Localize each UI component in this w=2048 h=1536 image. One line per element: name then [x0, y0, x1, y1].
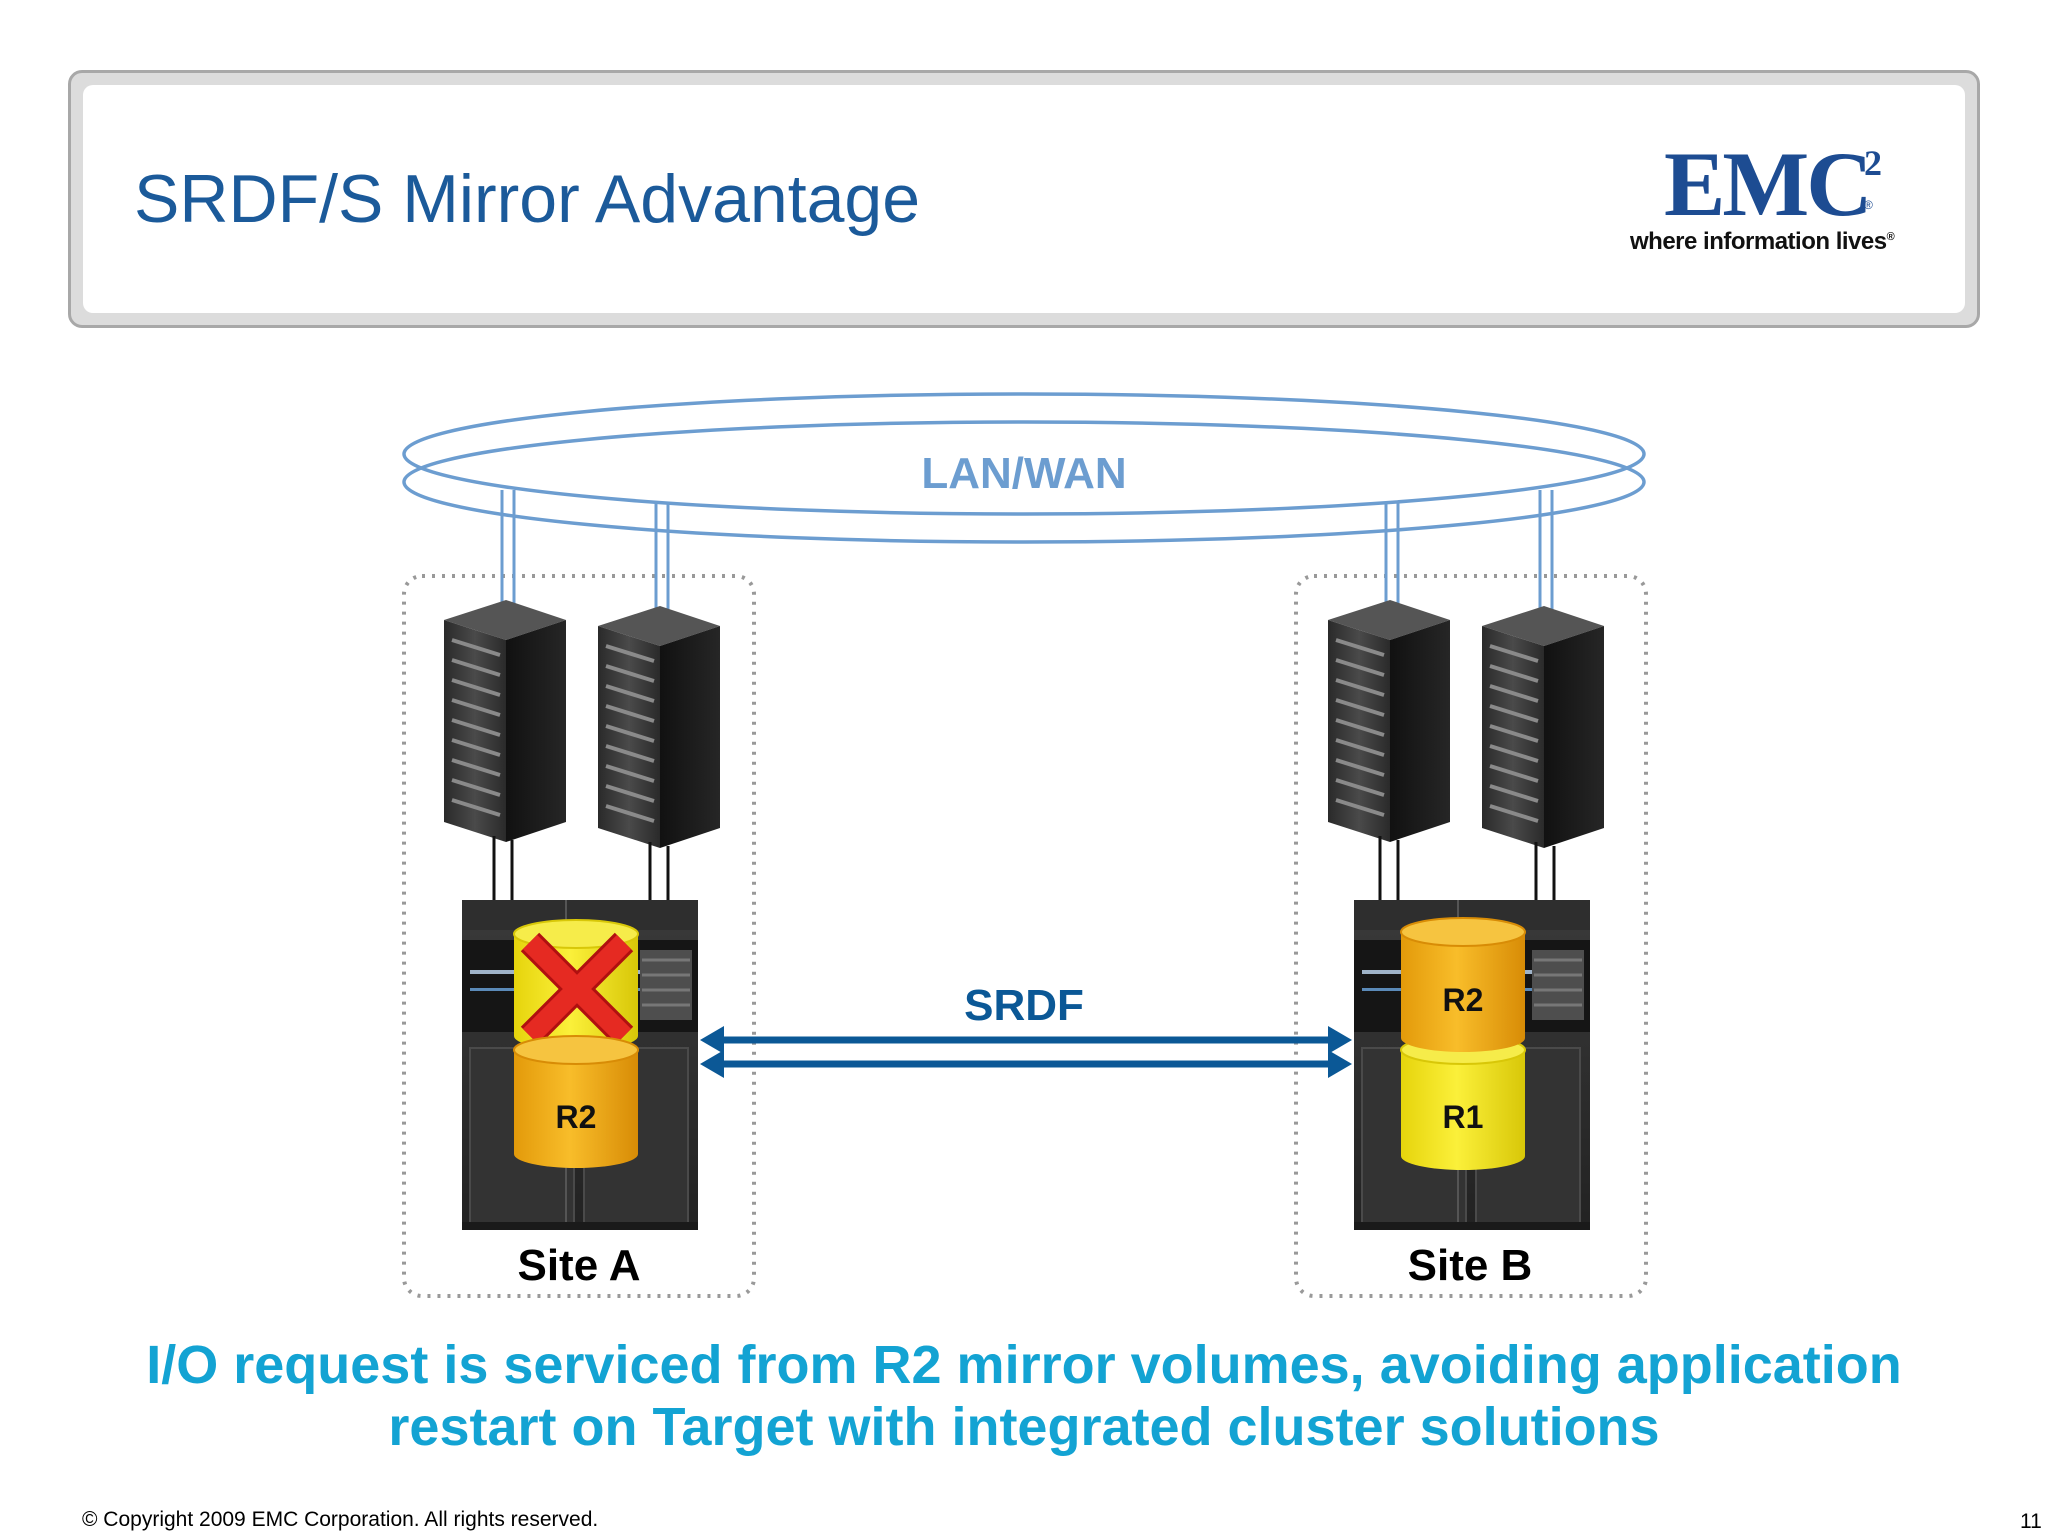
site-b-r2-label: R2 — [1443, 982, 1484, 1018]
site-a-label: Site A — [517, 1241, 640, 1290]
logo-tagline: where information lives® — [1630, 228, 1895, 255]
srdf-link-arrows — [700, 1026, 1352, 1078]
title-bar — [68, 70, 1980, 328]
server-rack-b2 — [1482, 606, 1604, 848]
site-a-boundary — [402, 574, 756, 1298]
lan-wan-ring — [402, 392, 1646, 544]
logo-wordmark: EMC — [1664, 133, 1873, 235]
failure-x-icon — [520, 932, 634, 1046]
server-rack-b1 — [1328, 600, 1450, 842]
copyright-notice: © Copyright 2009 EMC Corporation. All ri… — [82, 1508, 599, 1531]
server-rack-a1 — [444, 600, 566, 842]
site-b-r2-volume — [1400, 917, 1526, 1052]
host-cables — [492, 836, 1556, 902]
site-b-r1-label: R1 — [1443, 1099, 1484, 1135]
server-rack-a2 — [598, 606, 720, 848]
site-b-boundary — [1294, 574, 1648, 1298]
title-bar-inner — [83, 85, 1965, 313]
caption-line-1: I/O request is serviced from R2 mirror v… — [146, 1335, 1902, 1395]
site-b-label: Site B — [1408, 1241, 1533, 1290]
emc-logo: EMC 2 ® where information lives® — [1620, 138, 1910, 258]
slide-title: SRDF/S Mirror Advantage — [134, 161, 921, 237]
logo-registered-mark: ® — [1864, 198, 1873, 212]
logo-superscript: 2 — [1864, 143, 1882, 183]
site-a-r2-label: R2 — [556, 1099, 597, 1135]
network-drops — [500, 490, 1554, 610]
caption-line-2: restart on Target with integrated cluste… — [388, 1397, 1660, 1457]
lan-wan-label: LAN/WAN — [921, 449, 1126, 498]
slide-caption: I/O request is serviced from R2 mirror v… — [60, 1334, 1988, 1458]
site-a-r2-volume — [513, 1035, 639, 1168]
srdf-label: SRDF — [964, 981, 1084, 1030]
page-number: 11 — [2020, 1510, 2042, 1533]
